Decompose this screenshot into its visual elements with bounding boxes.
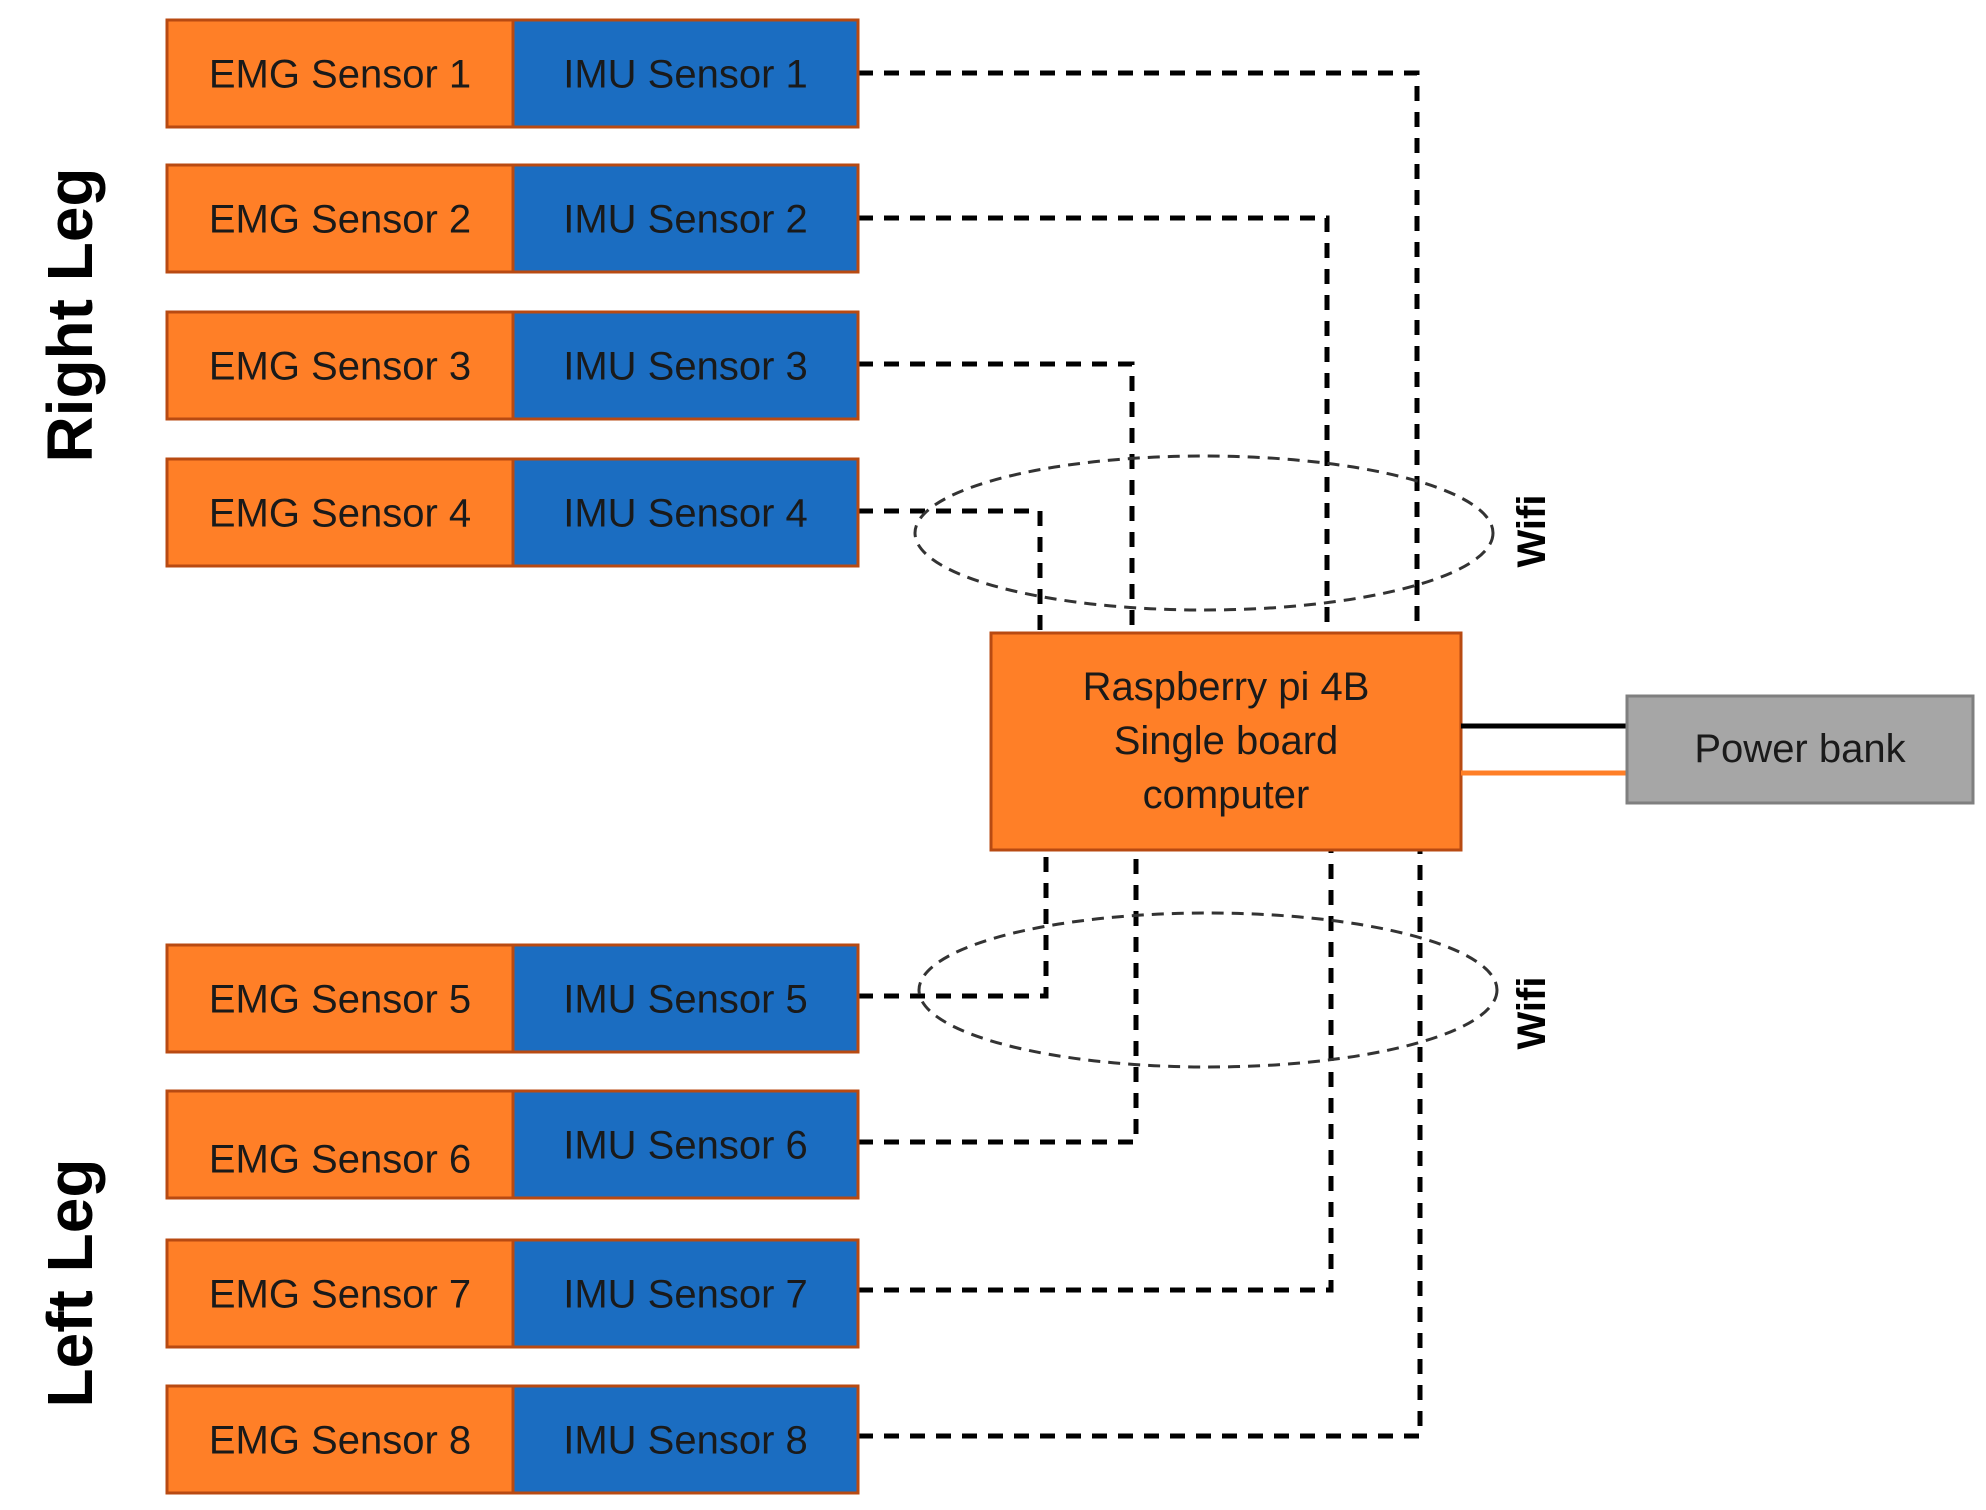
connection-imu-3 bbox=[858, 361, 1135, 633]
sensor-row-5: EMG Sensor 5 IMU Sensor 5 bbox=[165, 943, 860, 1054]
imu-sensor-6-label: IMU Sensor 6 bbox=[563, 1124, 808, 1168]
sensor-row-6: EMG Sensor 6 IMU Sensor 6 bbox=[165, 1089, 860, 1200]
connection-imu-7 bbox=[858, 850, 1334, 1293]
imu-sensor-4-label: IMU Sensor 4 bbox=[563, 492, 808, 536]
emg-sensor-7-box bbox=[165, 1238, 515, 1349]
imu-sensor-5-label: IMU Sensor 5 bbox=[563, 978, 808, 1022]
imu-sensor-5-box bbox=[511, 943, 860, 1054]
emg-sensor-5-box bbox=[165, 943, 515, 1054]
sensor-row-8: EMG Sensor 8 IMU Sensor 8 bbox=[165, 1384, 860, 1495]
emg-sensor-3-box bbox=[165, 310, 515, 421]
emg-sensor-8-label: EMG Sensor 8 bbox=[209, 1419, 471, 1463]
sensor-rows: EMG Sensor 1 IMU Sensor 1 EMG Sensor 2 IMU … bbox=[165, 18, 860, 1495]
connection-imu-2 bbox=[858, 215, 1330, 633]
wifi-label-bottom: Wifi bbox=[1510, 977, 1554, 1050]
power-bank-rect bbox=[1625, 694, 1975, 805]
wifi-ellipse-top bbox=[913, 454, 1495, 612]
emg-sensor-2-label: EMG Sensor 2 bbox=[209, 198, 471, 242]
emg-sensor-6-box bbox=[165, 1089, 515, 1200]
imu-sensor-2-label: IMU Sensor 2 bbox=[563, 198, 808, 242]
emg-sensor-3-label: EMG Sensor 3 bbox=[209, 345, 471, 389]
imu-sensor-7-box bbox=[511, 1238, 860, 1349]
raspberry-pi-label-line-2: Single board bbox=[1114, 719, 1339, 763]
imu-sensor-8-box bbox=[511, 1384, 860, 1495]
sensor-row-1: EMG Sensor 1 IMU Sensor 1 bbox=[165, 18, 860, 129]
connection-imu-5 bbox=[858, 850, 1049, 999]
emg-sensor-5-label: EMG Sensor 5 bbox=[209, 978, 471, 1022]
imu-sensor-6-box bbox=[511, 1089, 860, 1200]
sensor-row-4: EMG Sensor 4 IMU Sensor 4 bbox=[165, 457, 860, 568]
emg-sensor-4-label: EMG Sensor 4 bbox=[209, 492, 471, 536]
power-bank-box: Power bank bbox=[1625, 694, 1975, 805]
emg-sensor-6-label: EMG Sensor 6 bbox=[209, 1138, 471, 1182]
imu-sensor-2-box bbox=[511, 163, 860, 274]
raspberry-pi-label-line-1: Raspberry pi 4B bbox=[1083, 665, 1370, 709]
sensor-row-2: EMG Sensor 2 IMU Sensor 2 bbox=[165, 163, 860, 274]
connection-imu-1 bbox=[858, 70, 1420, 633]
imu-sensor-8-label: IMU Sensor 8 bbox=[563, 1419, 808, 1463]
emg-sensor-1-label: EMG Sensor 1 bbox=[209, 53, 471, 97]
power-bank-label: Power bank bbox=[1694, 727, 1906, 771]
connection-imu-8 bbox=[858, 850, 1423, 1439]
imu-sensor-1-box bbox=[511, 18, 860, 129]
imu-sensor-3-box bbox=[511, 310, 860, 421]
wifi-label-top: Wifi bbox=[1510, 495, 1554, 568]
raspberry-pi-rect bbox=[989, 631, 1463, 852]
connection-imu-4 bbox=[858, 508, 1043, 633]
sensor-row-3: EMG Sensor 3 IMU Sensor 3 bbox=[165, 310, 860, 421]
raspberry-pi-box: Raspberry pi 4B Single board computer bbox=[989, 631, 1463, 852]
emg-sensor-7-label: EMG Sensor 7 bbox=[209, 1273, 471, 1317]
raspberry-pi-label-line-3: computer bbox=[1143, 773, 1310, 817]
emg-sensor-1-box bbox=[165, 18, 515, 129]
imu-sensor-7-label: IMU Sensor 7 bbox=[563, 1273, 808, 1317]
right-leg-label: Right Leg bbox=[34, 167, 106, 462]
imu-sensor-4-box bbox=[511, 457, 860, 568]
sensor-row-7: EMG Sensor 7 IMU Sensor 7 bbox=[165, 1238, 860, 1349]
connection-imu-6 bbox=[858, 850, 1139, 1145]
wifi-ellipse-bottom bbox=[917, 911, 1499, 1069]
imu-sensor-1-label: IMU Sensor 1 bbox=[563, 53, 808, 97]
connections bbox=[858, 70, 1423, 1439]
left-leg-label: Left Leg bbox=[34, 1159, 106, 1408]
imu-sensor-3-label: IMU Sensor 3 bbox=[563, 345, 808, 389]
emg-sensor-4-box bbox=[165, 457, 515, 568]
